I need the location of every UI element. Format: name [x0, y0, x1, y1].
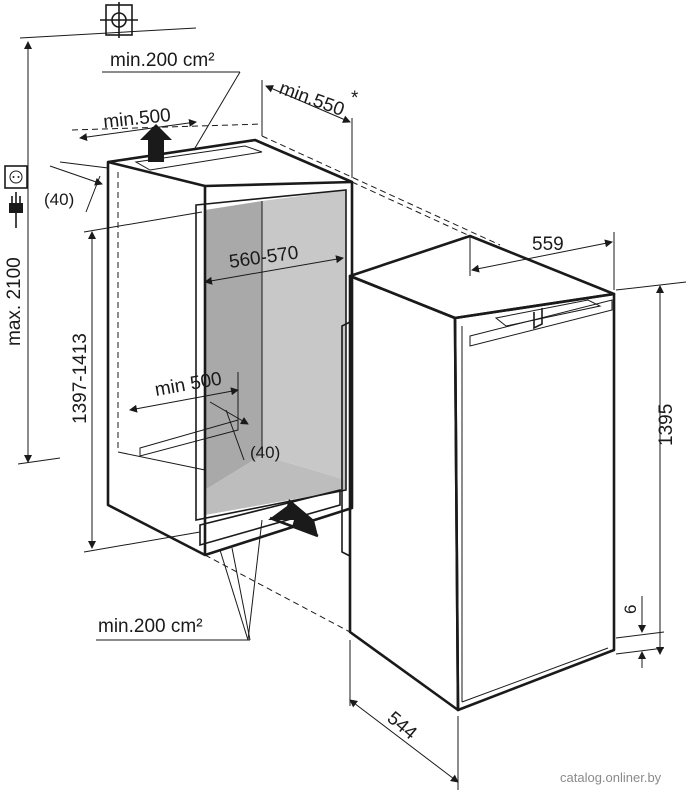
top-gap-label: (40) — [44, 190, 74, 209]
top-vent-area-label: min.200 cm² — [110, 50, 215, 71]
niche-depth-label: min.550 — [276, 78, 347, 121]
max-height-dimension: max. 2100 — [4, 41, 61, 465]
top-opening-dimension: min.500 — [71, 105, 263, 142]
appliance-width-dimension: 559 — [469, 232, 615, 290]
appliance-height-dimension: 1395 — [615, 281, 687, 655]
plinth-offset-label: 6 — [621, 605, 640, 614]
appliance-height-label: 1395 — [656, 404, 677, 446]
max-height-label: max. 2100 — [4, 257, 25, 346]
top-vent-leader — [194, 71, 241, 149]
niche-height-label: 1397-1413 — [70, 333, 91, 424]
top-opening-width-label: min.500 — [102, 105, 171, 133]
bottom-gap-dimension: (40) — [209, 401, 280, 462]
target-crosshair-icon — [100, 2, 138, 38]
power-socket-icon — [4, 165, 28, 189]
top-gap-dimension: (40) — [44, 161, 109, 213]
ceiling-reference-line — [19, 27, 197, 39]
plinth-offset-dimension: 6 — [615, 596, 665, 668]
bottom-gap-label: (40) — [250, 443, 280, 462]
appliance-body — [341, 234, 616, 712]
projection-lines — [204, 135, 501, 633]
appliance-depth-label: 544 — [383, 708, 421, 745]
niche-depth-asterisk: * — [351, 88, 359, 109]
bottom-vent-leaders — [96, 519, 263, 641]
power-plug-icon — [9, 192, 23, 228]
appliance-width-label: 559 — [532, 234, 564, 255]
bottom-vent-area-label: min.200 cm² — [98, 616, 203, 637]
watermark: catalog.onliner.by — [560, 770, 662, 785]
bottom-airflow-arrow-icon — [268, 499, 319, 538]
niche-cabinet — [106, 138, 354, 557]
appliance-depth-dimension: 544 — [349, 640, 459, 790]
niche-height-dimension: 1397-1413 — [70, 211, 203, 553]
